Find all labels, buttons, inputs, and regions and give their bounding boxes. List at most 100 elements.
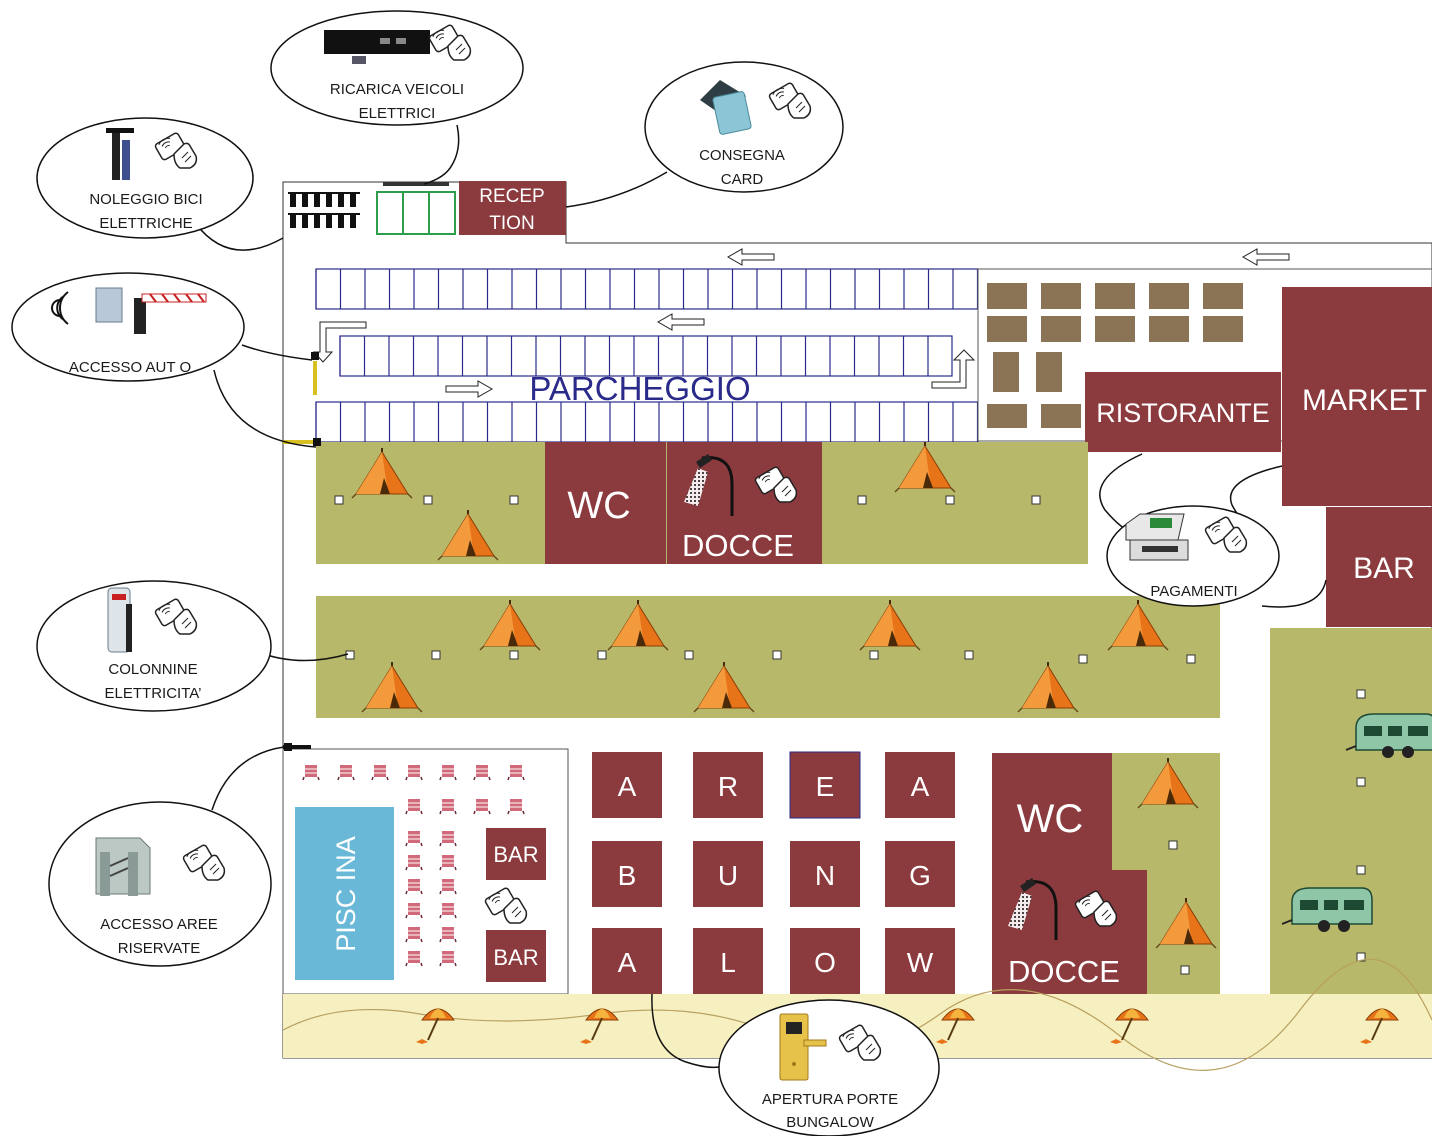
wc-label: WC — [567, 485, 630, 527]
power-outlet-icon — [772, 650, 782, 660]
bungalow: R — [693, 752, 763, 818]
power-outlet-icon — [1356, 865, 1366, 875]
market-building: MARKET — [1282, 287, 1432, 506]
pool-bar-1-label: BAR — [493, 842, 538, 867]
power-outlet-icon — [1356, 777, 1366, 787]
bungalow-letter: L — [720, 947, 736, 978]
bungalow: W — [885, 928, 955, 994]
accesso-aree-label-2: RISERVATE — [118, 940, 201, 957]
power-outlet-icon — [1180, 965, 1190, 975]
power-outlet-icon — [1031, 495, 1041, 505]
callout-colonnine: COLONNINE ELETTRICITA’ — [36, 580, 272, 712]
consegna-label-1: CONSEGNA — [699, 147, 785, 164]
power-outlet-icon — [509, 650, 519, 660]
power-outlet-icon — [597, 650, 607, 660]
ristorante-building: RISTORANTE — [1085, 372, 1281, 452]
consegna-label-2: CARD — [721, 171, 764, 188]
power-outlet-icon — [945, 495, 955, 505]
power-outlet-icon — [1078, 654, 1088, 664]
power-column-icon — [107, 587, 132, 653]
caravan-field — [1270, 628, 1432, 994]
callout-accesso-auto: ACCESSO AUT O — [11, 272, 245, 382]
colonnine-label-1: COLONNINE — [108, 661, 197, 678]
bungalow: O — [790, 928, 860, 994]
bungalow-letter: N — [815, 860, 835, 891]
docce-bottom-label: DOCCE — [1008, 954, 1120, 989]
power-outlet-icon — [869, 650, 879, 660]
barrier-gate-icon — [283, 352, 321, 751]
wc-building-top: WC — [545, 442, 666, 564]
bungalow-grid: A R E A B U N G A L O W — [592, 751, 955, 994]
noleggio-label-2: ELETTRICHE — [99, 215, 192, 232]
apertura-label-2: BUNGALOW — [786, 1114, 874, 1131]
power-outlet-icon — [334, 495, 344, 505]
noleggio-label-1: NOLEGGIO BICI — [89, 191, 202, 208]
bungalow: A — [592, 928, 662, 994]
piscina-label: PISC INA — [331, 836, 361, 952]
power-outlet-icon — [684, 650, 694, 660]
bungalow-letter: O — [814, 947, 836, 978]
turnstile-icon — [95, 837, 151, 896]
callout-consegna: CONSEGNA CARD — [644, 61, 844, 193]
callout-accesso-aree: ACCESSO AREE RISERVATE — [48, 801, 272, 967]
bungalow-letter: A — [911, 771, 930, 802]
reception-label-2: TION — [489, 213, 534, 234]
ev-charging-bays — [376, 182, 456, 235]
power-outlet-icon — [1186, 654, 1196, 664]
power-outlet-icon — [509, 495, 519, 505]
bungalow-letter: U — [718, 860, 738, 891]
parking-label: PARCHEGGIO — [529, 370, 750, 407]
bungalow-letter: A — [618, 771, 637, 802]
card-reader-icon — [700, 80, 752, 135]
docce-building-top: DOCCE — [667, 442, 822, 564]
bungalow-letter: A — [618, 947, 637, 978]
bungalow: U — [693, 841, 763, 907]
callout-ricarica: RICARICA VEICOLI ELETTRICI — [270, 10, 524, 126]
apertura-label-1: APERTURA PORTE — [762, 1091, 898, 1108]
colonnine-label-2: ELETTRICITA’ — [105, 685, 202, 702]
wc-building-bottom: WC — [992, 753, 1112, 870]
bungalow: L — [693, 928, 763, 994]
wc-bottom-label: WC — [1017, 797, 1084, 841]
bar-label: BAR — [1353, 552, 1415, 585]
power-outlet-icon — [1168, 840, 1178, 850]
ricarica-label-1: RICARICA VEICOLI — [330, 81, 464, 98]
power-outlet-icon — [423, 495, 433, 505]
pool-bar-1: BAR — [486, 828, 546, 880]
docce-label: DOCCE — [682, 528, 794, 563]
cash-register-icon — [1125, 513, 1189, 561]
bungalow: B — [592, 841, 662, 907]
bungalow: E — [789, 751, 861, 819]
bungalow: N — [790, 841, 860, 907]
bungalow: G — [885, 841, 955, 907]
power-outlet-icon — [964, 650, 974, 660]
ristorante-label: RISTORANTE — [1096, 398, 1270, 428]
reception-building: RECEP TION — [459, 181, 566, 235]
camping-field-2 — [316, 596, 1220, 718]
ebike-rack-icon — [288, 192, 360, 228]
bungalow-letter: B — [618, 860, 637, 891]
callout-pagamenti: PAGAMENTI — [1106, 505, 1280, 607]
barrier-gate-icon — [51, 287, 207, 334]
bungalow: A — [885, 752, 955, 818]
bungalow-letter: W — [907, 947, 934, 978]
docce-building-bottom: DOCCE — [992, 870, 1147, 994]
bungalow-letter: E — [816, 771, 835, 802]
bungalow-letter: G — [909, 860, 931, 891]
pool-bar-2: BAR — [486, 930, 546, 982]
bar-building: BAR — [1326, 507, 1432, 627]
pool-bar-2-label: BAR — [493, 945, 538, 970]
callout-apertura: APERTURA PORTE BUNGALOW — [718, 999, 940, 1136]
pagamenti-label: PAGAMENTI — [1150, 583, 1237, 600]
bungalow: A — [592, 752, 662, 818]
ev-charger-icon — [324, 30, 430, 64]
callout-noleggio: NOLEGGIO BICI ELETTRICHE — [36, 117, 254, 239]
accesso-auto-label: ACCESSO AUT O — [69, 359, 191, 376]
power-outlet-icon — [431, 650, 441, 660]
power-outlet-icon — [1356, 689, 1366, 699]
door-lock-icon — [779, 1013, 827, 1081]
accesso-aree-label-1: ACCESSO AREE — [100, 916, 218, 933]
bungalow-letter: R — [718, 771, 738, 802]
pool: PISC INA — [295, 807, 394, 980]
